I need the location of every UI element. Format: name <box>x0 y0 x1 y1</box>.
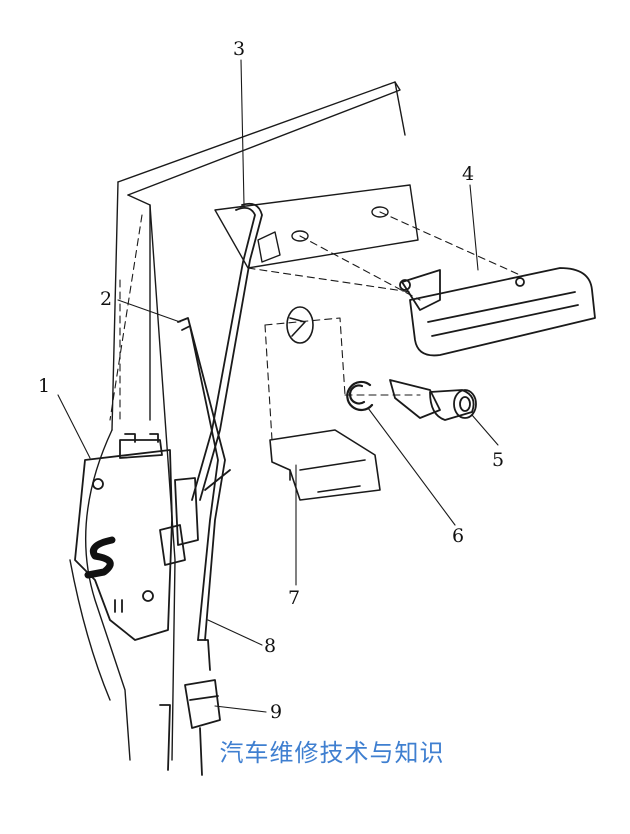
assembly-guide-lines <box>109 211 521 441</box>
control-rods <box>177 202 263 641</box>
watermark: 汽车维修技术与知识 <box>219 739 445 767</box>
door-latch-assembly <box>74 433 199 641</box>
callout-5: 5 <box>492 449 504 471</box>
retaining-clip <box>346 380 374 412</box>
callout-8: 8 <box>264 635 276 657</box>
lock-cylinder-bracket <box>269 429 381 501</box>
callout-6: 6 <box>452 525 464 547</box>
callout-4: 4 <box>462 163 474 185</box>
callout-3: 3 <box>233 38 245 60</box>
outer-door-handle <box>399 267 596 357</box>
callout-2: 2 <box>100 288 112 310</box>
callout-1: 1 <box>38 375 50 397</box>
door-frame <box>69 81 406 761</box>
grommet <box>286 306 314 344</box>
leader-lines <box>57 59 499 713</box>
lower-rod-connector <box>159 639 221 776</box>
callout-7: 7 <box>288 587 300 609</box>
bottom-fade <box>0 790 630 834</box>
callout-9: 9 <box>270 701 282 723</box>
lock-cylinder <box>389 379 477 421</box>
latch-spring <box>84 536 116 579</box>
handle-mounting-plate <box>214 184 419 269</box>
